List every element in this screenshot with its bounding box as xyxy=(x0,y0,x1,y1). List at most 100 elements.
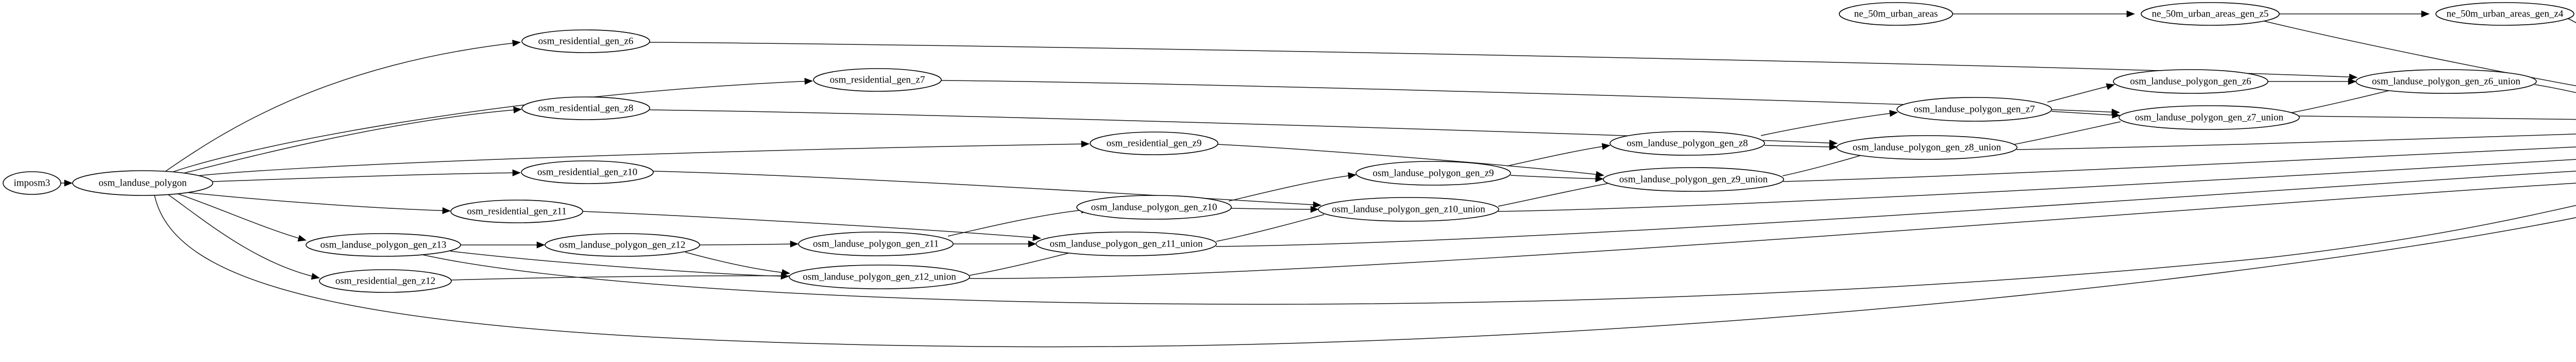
node-ellipse-osm_residential_gen_z7[interactable] xyxy=(813,68,942,92)
node-osm_residential_gen_z7[interactable]: osm_residential_gen_z7 xyxy=(813,68,942,92)
node-osm_landuse_polygon_gen_z8[interactable]: osm_landuse_polygon_gen_z8 xyxy=(1609,131,1765,156)
node-ellipse-osm_landuse_polygon_gen_z7[interactable] xyxy=(1896,97,2052,122)
node-ellipse-osm_residential_gen_z10[interactable] xyxy=(521,160,654,184)
node-label-osm_residential_gen_z12: osm_residential_gen_z12 xyxy=(335,275,435,286)
node-ne_50m_urban_areas_gen_z4[interactable]: ne_50m_urban_areas_gen_z4 xyxy=(2435,2,2574,26)
node-osm_landuse_polygon_gen_z7[interactable]: osm_landuse_polygon_gen_z7 xyxy=(1896,97,2052,122)
edge-path xyxy=(1498,159,2576,212)
node-osm_landuse_polygon_gen_z11[interactable]: osm_landuse_polygon_gen_z11 xyxy=(798,232,954,256)
edge-path xyxy=(1760,112,1898,136)
node-ellipse-osm_residential_gen_z12[interactable] xyxy=(319,269,452,293)
node-osm_residential_gen_z6[interactable]: osm_residential_gen_z6 xyxy=(521,29,650,53)
edge-osm_landuse_polygon_gen_z12-to-osm_landuse_polygon_gen_z11 xyxy=(699,240,799,248)
node-osm_landuse_polygon_gen_z9_union[interactable]: osm_landuse_polygon_gen_z9_union xyxy=(1603,167,1784,192)
node-osm_residential_gen_z8[interactable]: osm_residential_gen_z8 xyxy=(521,96,650,120)
edge-osm_landuse_polygon_gen_z7-to-osm_landuse_polygon_gen_z6 xyxy=(2047,83,2115,103)
node-label-osm_landuse_polygon_gen_z7_union: osm_landuse_polygon_gen_z7_union xyxy=(2135,112,2284,123)
node-label-osm_residential_gen_z10: osm_residential_gen_z10 xyxy=(537,167,637,177)
node-osm_landuse_polygon[interactable]: osm_landuse_polygon xyxy=(72,170,213,196)
edge-path xyxy=(653,171,1321,206)
edge-osm_landuse_polygon-to-osm_landuse_polygon_gen_z13 xyxy=(175,192,307,242)
node-osm_landuse_polygon_gen_z6_union[interactable]: osm_landuse_polygon_gen_z6_union xyxy=(2355,69,2537,94)
node-osm_residential_gen_z9[interactable]: osm_residential_gen_z9 xyxy=(1090,131,1218,155)
node-osm_landuse_polygon_gen_z12[interactable]: osm_landuse_polygon_gen_z12 xyxy=(545,233,700,257)
node-label-osm_landuse_polygon_gen_z9_union: osm_landuse_polygon_gen_z9_union xyxy=(1619,174,1768,185)
edge-osm_landuse_polygon-to-layer_landuse_z14+ xyxy=(154,195,2576,348)
edge-osm_landuse_polygon_gen_z6-to-osm_landuse_polygon_gen_z6_union xyxy=(2268,78,2357,85)
node-label-osm_landuse_polygon_gen_z11: osm_landuse_polygon_gen_z11 xyxy=(813,238,939,249)
edge-path xyxy=(2016,134,2576,150)
node-ellipse-osm_landuse_polygon_gen_z12_union[interactable] xyxy=(789,265,970,289)
edge-path xyxy=(1783,146,2576,182)
node-ellipse-osm_landuse_polygon_gen_z9_union[interactable] xyxy=(1603,167,1784,192)
node-label-osm_landuse_polygon_gen_z8: osm_landuse_polygon_gen_z8 xyxy=(1626,138,1748,149)
edge-osm_residential_gen_z6-to-osm_landuse_polygon_gen_z6_union xyxy=(649,42,2358,81)
node-ellipse-osm_landuse_polygon_gen_z7_union[interactable] xyxy=(2119,105,2300,130)
node-osm_landuse_polygon_gen_z9[interactable]: osm_landuse_polygon_gen_z9 xyxy=(1355,161,1511,186)
node-ne_50m_urban_areas_gen_z5[interactable]: ne_50m_urban_areas_gen_z5 xyxy=(2141,2,2280,26)
edge-osm_landuse_polygon_gen_z7-to-osm_landuse_polygon_gen_z7_union xyxy=(2051,111,2121,119)
node-ellipse-osm_landuse_polygon_gen_z13[interactable] xyxy=(306,233,461,257)
edge-path xyxy=(168,80,813,174)
node-ellipse-osm_landuse_polygon_gen_z10[interactable] xyxy=(1076,195,1232,220)
node-osm_residential_gen_z12[interactable]: osm_residential_gen_z12 xyxy=(319,269,452,293)
edge-osm_landuse_polygon_gen_z9_union-to-osm_landuse_polygon_gen_z8_union xyxy=(1782,152,1871,176)
edge-osm_landuse_polygon_gen_z10_union-to-osm_landuse_polygon_gen_z9_union xyxy=(1498,183,1608,207)
node-ellipse-imposm3[interactable] xyxy=(3,171,61,195)
node-osm_landuse_polygon_gen_z13[interactable]: osm_landuse_polygon_gen_z13 xyxy=(306,233,461,257)
edge-osm_landuse_polygon-to-osm_residential_gen_z8 xyxy=(175,106,522,176)
node-osm_landuse_polygon_gen_z10[interactable]: osm_landuse_polygon_gen_z10 xyxy=(1076,195,1232,220)
node-label-ne_50m_urban_areas: ne_50m_urban_areas xyxy=(1854,8,1938,19)
node-label-ne_50m_urban_areas_gen_z5: ne_50m_urban_areas_gen_z5 xyxy=(2152,8,2269,19)
node-osm_residential_gen_z11[interactable]: osm_residential_gen_z11 xyxy=(450,200,583,223)
edge-osm_residential_gen_z12-to-osm_landuse_polygon_gen_z12_union xyxy=(451,275,790,281)
node-ellipse-osm_landuse_polygon_gen_z11_union[interactable] xyxy=(1036,232,1217,256)
node-osm_residential_gen_z10[interactable]: osm_residential_gen_z10 xyxy=(521,160,654,184)
edge-osm_landuse_polygon_gen_z12-to-osm_landuse_polygon_gen_z12_union xyxy=(685,252,790,276)
node-label-osm_landuse_polygon_gen_z6: osm_landuse_polygon_gen_z6 xyxy=(2130,76,2251,87)
node-ellipse-osm_landuse_polygon_gen_z12[interactable] xyxy=(545,233,700,257)
edge-path xyxy=(212,172,521,182)
node-ellipse-osm_residential_gen_z11[interactable] xyxy=(450,200,583,223)
edge-path xyxy=(969,183,2576,279)
node-ellipse-osm_residential_gen_z9[interactable] xyxy=(1090,131,1218,155)
edge-path xyxy=(2565,17,2576,23)
edge-arrowhead xyxy=(64,179,73,187)
node-ne_50m_urban_areas[interactable]: ne_50m_urban_areas xyxy=(1839,2,1953,26)
edge-imposm3-to-osm_landuse_polygon xyxy=(61,179,73,187)
node-label-osm_landuse_polygon_gen_z13: osm_landuse_polygon_gen_z13 xyxy=(320,239,447,250)
node-ellipse-osm_landuse_polygon_gen_z8[interactable] xyxy=(1609,131,1765,156)
node-ellipse-osm_residential_gen_z8[interactable] xyxy=(521,96,650,120)
node-imposm3[interactable]: imposm3 xyxy=(3,171,61,195)
node-label-osm_landuse_polygon_gen_z7: osm_landuse_polygon_gen_z7 xyxy=(1913,104,2035,114)
node-osm_landuse_polygon_gen_z6[interactable]: osm_landuse_polygon_gen_z6 xyxy=(2113,69,2268,94)
edge-path xyxy=(969,249,1082,276)
node-ellipse-osm_landuse_polygon_gen_z8_union[interactable] xyxy=(1836,135,2018,160)
edge-path xyxy=(451,275,790,281)
edge-arrowhead xyxy=(513,106,522,113)
node-ellipse-osm_landuse_polygon_gen_z6_union[interactable] xyxy=(2355,69,2537,94)
edge-osm_landuse_polygon_gen_z13-to-layer_landuse_z13 xyxy=(422,205,2576,305)
edge-path xyxy=(422,205,2576,305)
node-label-osm_landuse_polygon_gen_z12: osm_landuse_polygon_gen_z12 xyxy=(560,239,686,250)
node-ellipse-osm_landuse_polygon_gen_z9[interactable] xyxy=(1355,161,1511,186)
node-osm_landuse_polygon_gen_z8_union[interactable]: osm_landuse_polygon_gen_z8_union xyxy=(1836,135,2018,160)
node-ellipse-osm_landuse_polygon[interactable] xyxy=(72,170,213,196)
node-ellipse-osm_landuse_polygon_gen_z10_union[interactable] xyxy=(1318,197,1499,222)
edge-path xyxy=(175,192,307,241)
node-label-osm_residential_gen_z8: osm_residential_gen_z8 xyxy=(538,103,634,113)
edge-arrowhead xyxy=(1601,143,1611,150)
node-ellipse-ne_50m_urban_areas[interactable] xyxy=(1839,2,1953,26)
node-osm_landuse_polygon_gen_z10_union[interactable]: osm_landuse_polygon_gen_z10_union xyxy=(1318,197,1499,222)
edge-path xyxy=(947,209,1090,237)
edge-arrowhead xyxy=(1313,201,1321,208)
node-osm_landuse_polygon_gen_z7_union[interactable]: osm_landuse_polygon_gen_z7_union xyxy=(2119,105,2300,130)
node-ellipse-ne_50m_urban_areas_gen_z5[interactable] xyxy=(2141,2,2280,26)
node-ellipse-osm_residential_gen_z6[interactable] xyxy=(521,29,650,53)
node-ellipse-ne_50m_urban_areas_gen_z4[interactable] xyxy=(2435,2,2574,26)
node-osm_landuse_polygon_gen_z11_union[interactable]: osm_landuse_polygon_gen_z11_union xyxy=(1036,232,1217,256)
node-label-osm_landuse_polygon_gen_z9: osm_landuse_polygon_gen_z9 xyxy=(1372,168,1494,178)
node-osm_landuse_polygon_gen_z12_union[interactable]: osm_landuse_polygon_gen_z12_union xyxy=(789,265,970,289)
node-ellipse-osm_landuse_polygon_gen_z6[interactable] xyxy=(2113,69,2268,94)
node-ellipse-osm_landuse_polygon_gen_z11[interactable] xyxy=(798,232,954,256)
